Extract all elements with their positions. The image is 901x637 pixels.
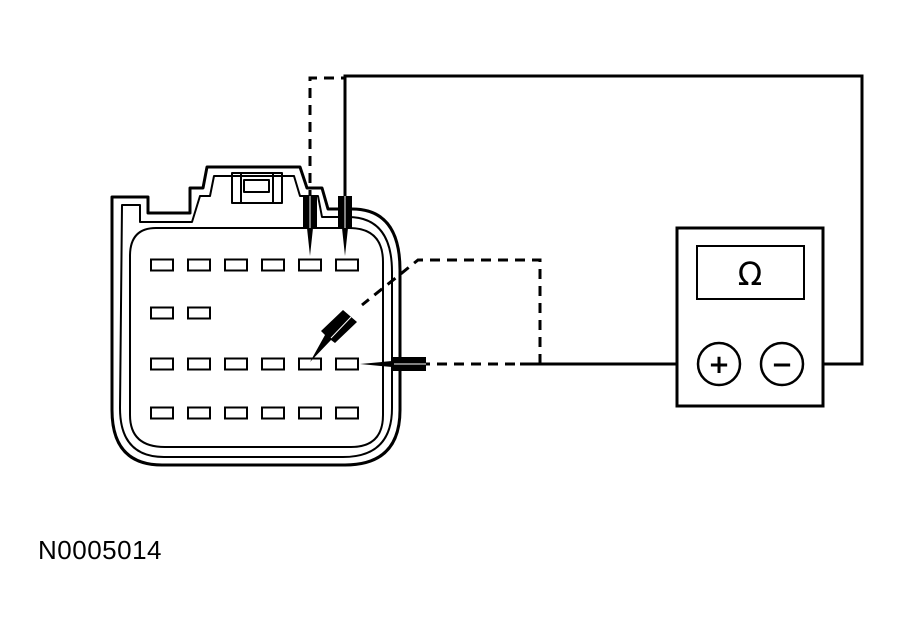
leads <box>308 74 864 366</box>
figure-id-label: N0005014 <box>38 535 162 565</box>
connector-pin <box>187 306 211 320</box>
connector-pin <box>224 258 248 272</box>
connector-housing-outer <box>110 165 402 467</box>
connector-pin <box>261 357 285 371</box>
connector-pin <box>150 306 174 320</box>
positive-lead-dashed-angled <box>361 258 542 364</box>
latch-detail <box>243 179 270 193</box>
connector-pin <box>335 406 359 420</box>
probe-horizontal <box>360 357 426 371</box>
negative-terminal <box>759 341 805 387</box>
connector-pin <box>335 357 359 371</box>
connector-pin <box>298 357 322 371</box>
positive-terminal <box>696 341 742 387</box>
connector-pin <box>335 258 359 272</box>
negative-lead-dashed <box>308 76 345 200</box>
probe-top-left <box>303 196 317 256</box>
meter-display <box>696 245 805 300</box>
connector-cavity <box>129 227 384 448</box>
connector-pin <box>298 258 322 272</box>
connector-pin <box>224 357 248 371</box>
negative-lead-solid <box>343 74 864 366</box>
connector-pin <box>298 406 322 420</box>
connector-pin <box>150 258 174 272</box>
connector-pin <box>187 357 211 371</box>
probe-angled <box>310 310 357 362</box>
ohmmeter: Ω + − <box>675 226 825 408</box>
connector-pin <box>187 258 211 272</box>
meter-display-symbol: Ω <box>738 255 762 293</box>
connector-pin <box>150 357 174 371</box>
probes <box>303 196 426 371</box>
connector-pin <box>261 258 285 272</box>
probe-top-right <box>338 196 352 256</box>
connector-pins <box>150 258 359 420</box>
connector-latch <box>231 172 283 204</box>
positive-terminal-symbol: + <box>708 350 730 380</box>
connector-pin <box>224 406 248 420</box>
connector-pin <box>261 406 285 420</box>
negative-terminal-symbol: − <box>771 350 793 380</box>
connector-pin <box>187 406 211 420</box>
connector-pin <box>150 406 174 420</box>
